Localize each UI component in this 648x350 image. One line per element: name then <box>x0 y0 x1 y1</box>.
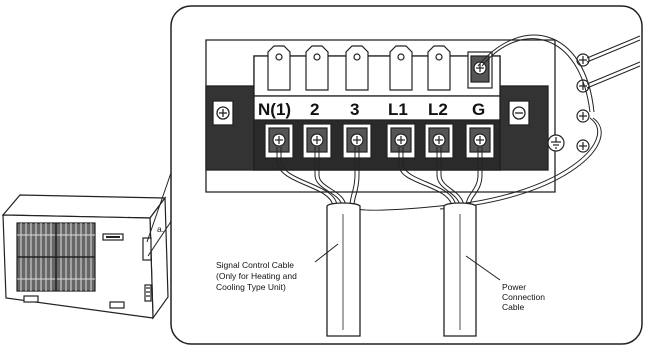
signal-cable <box>326 202 361 337</box>
top-tabs <box>267 45 493 91</box>
terminal-label-g: G <box>472 100 485 119</box>
terminal-label-3: 3 <box>350 100 359 119</box>
terminal-label-n1: N(1) <box>258 100 291 119</box>
terminal-label-2: 2 <box>310 100 319 119</box>
screw-terminals <box>264 123 495 159</box>
power-cable-label: Power Connection Cable <box>502 282 547 312</box>
signal-cable-label: Signal Control Cable (Only for Heating a… <box>216 260 299 292</box>
terminal-block <box>205 55 549 171</box>
side-mark: a. <box>157 224 164 234</box>
terminal-label-l1: L1 <box>388 100 408 119</box>
outdoor-unit <box>1 194 169 320</box>
power-cable <box>443 202 477 337</box>
ground-symbol-icon <box>547 134 565 152</box>
terminal-label-l2: L2 <box>428 100 448 119</box>
earth-screws <box>576 53 590 153</box>
